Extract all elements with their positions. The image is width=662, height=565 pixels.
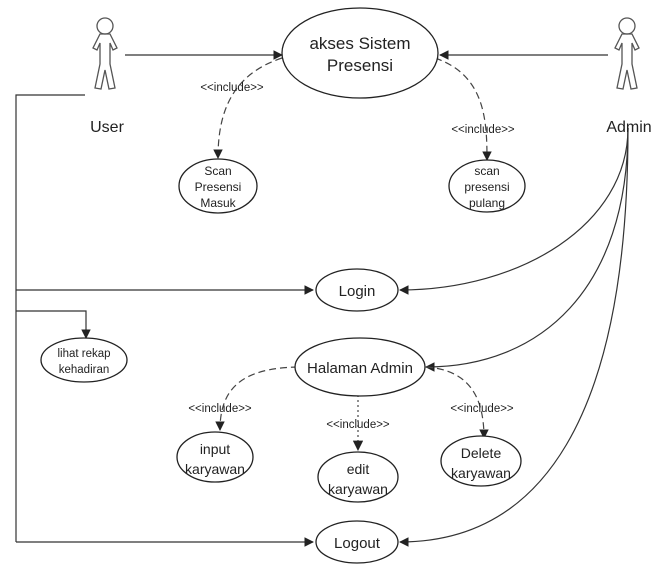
- use-case-edit-karyawan: edit karyawan: [317, 451, 399, 503]
- lihat-rekap-line2: kehadiran: [59, 364, 110, 376]
- include-scan-masuk-line: [213, 57, 283, 159]
- use-case-scan-presensi-masuk: Scan Presensi Masuk: [178, 158, 258, 214]
- use-case-halaman-admin: Halaman Admin: [294, 337, 426, 397]
- edit-karyawan-line1: edit: [347, 461, 370, 477]
- include-input-line: [215, 366, 299, 431]
- include-label-edit: <<include>>: [326, 419, 390, 431]
- admin-to-login-line: [399, 127, 629, 295]
- include-relations: <<include>> <<include>> <<include>> <<in…: [188, 57, 515, 452]
- user-stick-figure-icon: [92, 17, 118, 90]
- use-case-input-karyawan: input karyawan: [176, 431, 254, 483]
- scan-masuk-line1: Scan: [204, 164, 231, 178]
- akses-sistem-line1: akses Sistem: [309, 34, 410, 53]
- input-karyawan-line1: input: [200, 441, 230, 457]
- input-karyawan-line2: karyawan: [185, 461, 245, 477]
- edit-karyawan-line2: karyawan: [328, 481, 388, 497]
- user-associations: [15, 50, 314, 547]
- include-label-delete: <<include>>: [450, 403, 514, 415]
- login-label: Login: [339, 283, 376, 300]
- scan-masuk-line2: Presensi: [195, 180, 242, 194]
- use-case-akses-sistem-presensi: akses Sistem Presensi: [281, 7, 439, 99]
- admin-associations: [399, 50, 629, 547]
- include-label-scan-pulang: <<include>>: [451, 124, 515, 136]
- scan-pulang-line3: pulang: [469, 196, 505, 210]
- admin-stick-figure-icon: [614, 17, 640, 90]
- include-label-scan-masuk: <<include>>: [200, 82, 264, 94]
- admin-actor-label: Admin: [606, 119, 651, 136]
- user-lifeline: [15, 94, 85, 542]
- halaman-admin-label: Halaman Admin: [307, 360, 413, 377]
- use-case-login: Login: [315, 268, 399, 312]
- use-case-delete-karyawan: Delete karyawan: [440, 435, 522, 487]
- include-label-input: <<include>>: [188, 403, 252, 415]
- use-case-lihat-rekap-kehadiran: lihat rekap kehadiran: [40, 337, 128, 383]
- use-case-logout: Logout: [315, 520, 399, 564]
- akses-sistem-line2: Presensi: [327, 56, 393, 75]
- admin-to-logout-line: [399, 127, 629, 547]
- include-scan-pulang-line: [434, 57, 492, 161]
- lihat-rekap-line1: lihat rekap: [57, 348, 110, 360]
- scan-masuk-line3: Masuk: [200, 196, 236, 210]
- scan-pulang-line2: presensi: [464, 180, 509, 194]
- admin-to-halaman-admin-line: [425, 127, 629, 372]
- scan-pulang-line1: scan: [474, 164, 499, 178]
- user-to-lihat-rekap-line: [16, 310, 91, 339]
- user-actor-label: User: [90, 119, 124, 136]
- logout-label: Logout: [334, 535, 381, 552]
- include-delete-line: [425, 366, 489, 439]
- delete-karyawan-line1: Delete: [461, 445, 502, 461]
- actor-user: User: [90, 17, 125, 136]
- actor-admin: Admin: [606, 17, 652, 136]
- use-case-scan-presensi-pulang: scan presensi pulang: [448, 159, 526, 213]
- delete-karyawan-line2: karyawan: [451, 465, 511, 481]
